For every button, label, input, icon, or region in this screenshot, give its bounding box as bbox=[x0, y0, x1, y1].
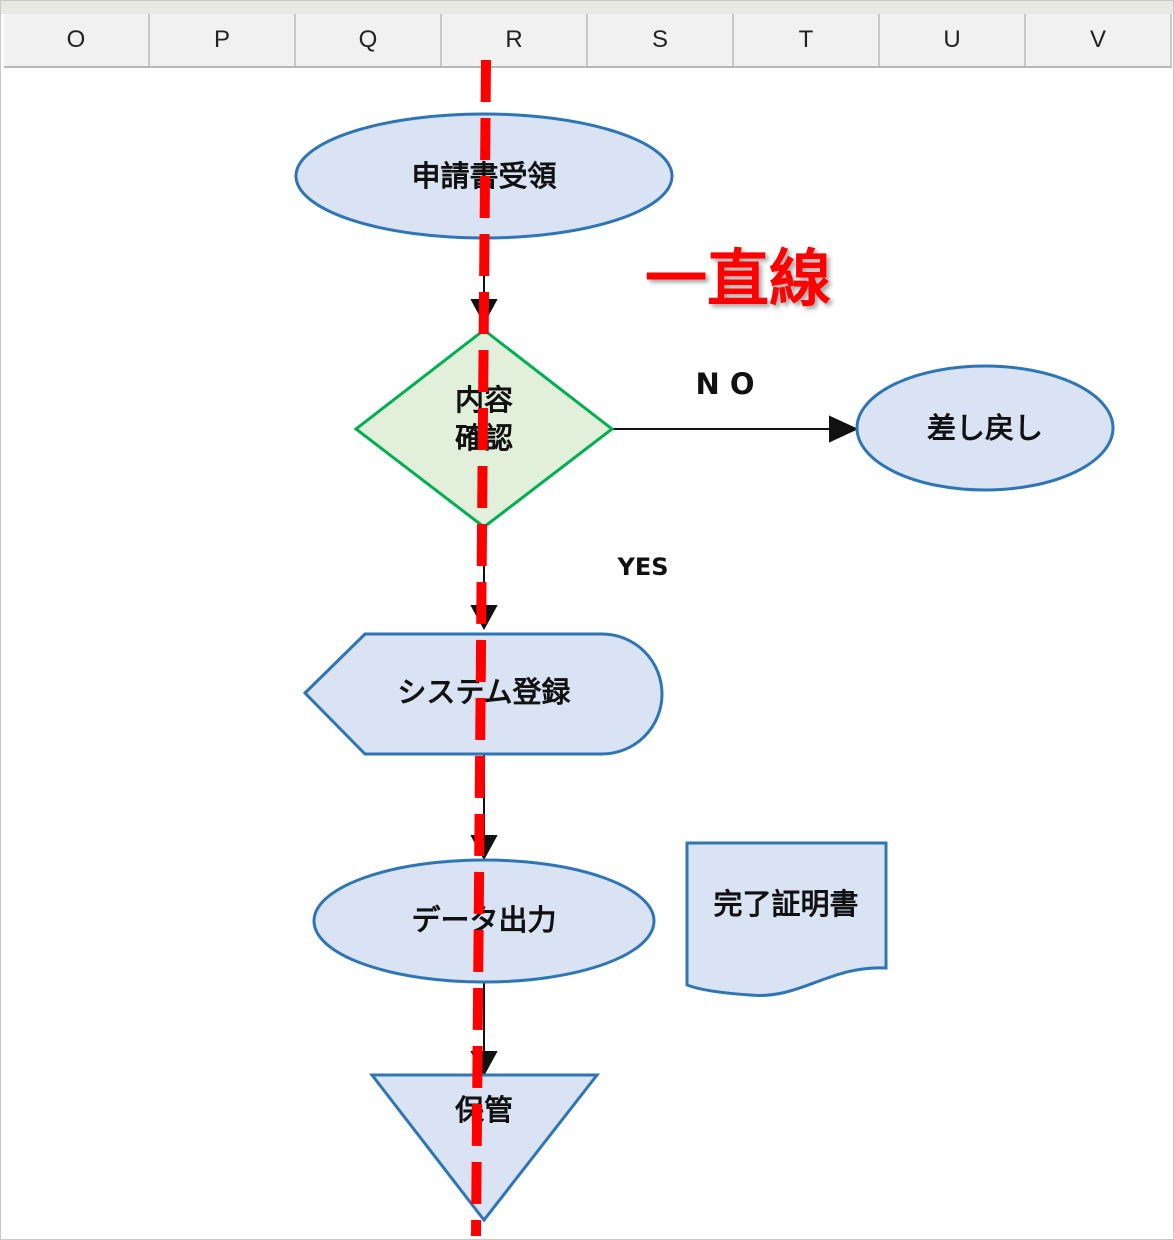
column-header-t[interactable]: T bbox=[734, 14, 880, 66]
column-header-u[interactable]: U bbox=[880, 14, 1026, 66]
yes-label: YES bbox=[616, 553, 668, 581]
output-label: データ出力 bbox=[411, 903, 556, 937]
output-terminal[interactable]: データ出力 bbox=[312, 858, 656, 984]
reject-terminal[interactable]: 差し戻し bbox=[855, 364, 1115, 492]
column-headers: O P Q R S T U V bbox=[4, 14, 1172, 68]
reject-label: 差し戻し bbox=[927, 411, 1043, 445]
annotation-text: 一直線 bbox=[645, 242, 831, 315]
arrowhead-icon bbox=[829, 415, 859, 443]
no-label: N O bbox=[695, 367, 754, 401]
column-header-p[interactable]: P bbox=[150, 14, 296, 66]
document-label: 完了証明書 bbox=[713, 887, 858, 921]
column-header-o[interactable]: O bbox=[4, 14, 150, 66]
storage-triangle[interactable]: 保管 bbox=[368, 1073, 601, 1223]
column-header-r[interactable]: R bbox=[442, 14, 588, 66]
storage-label: 保管 bbox=[454, 1093, 513, 1127]
column-header-q[interactable]: Q bbox=[296, 14, 442, 66]
document-shape[interactable]: 完了証明書 bbox=[685, 841, 888, 997]
toolbar-strip bbox=[1, 1, 1173, 14]
column-header-s[interactable]: S bbox=[588, 14, 734, 66]
red-dashed-guide-line bbox=[471, 59, 491, 1237]
column-header-v[interactable]: V bbox=[1026, 14, 1172, 66]
